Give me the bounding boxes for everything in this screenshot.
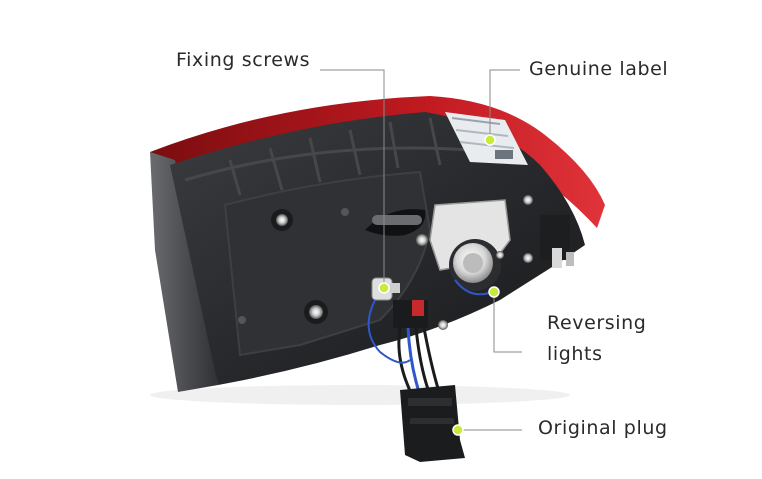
marker-fixing-screws [378,282,390,294]
marker-reversing-lights [488,286,500,298]
label-genuine-label: Genuine label [529,58,669,80]
housing-side-panel [150,152,218,392]
label-fixing-screws: Fixing screws [176,49,311,71]
label-original-plug: Original plug [538,417,668,439]
reversing-bulb-socket [449,239,501,291]
housing-ribs [184,117,471,196]
callout-line-genuine-label [489,69,520,140]
callout-lines [320,69,522,431]
marker-genuine-label [484,134,496,146]
callout-markers [378,134,500,436]
label-reversing-lights-line2: lights [547,343,603,365]
marker-original-plug [452,424,464,436]
ground-shadow [150,385,570,405]
callout-line-reversing-lights [493,292,522,353]
callout-line-fixing-screws [320,69,385,288]
housing-connector [393,300,428,328]
label-reversing-lights-line1: Reversing [547,312,647,334]
housing-screws [238,195,533,330]
right-side-components [540,215,574,268]
original-plug [400,385,465,462]
